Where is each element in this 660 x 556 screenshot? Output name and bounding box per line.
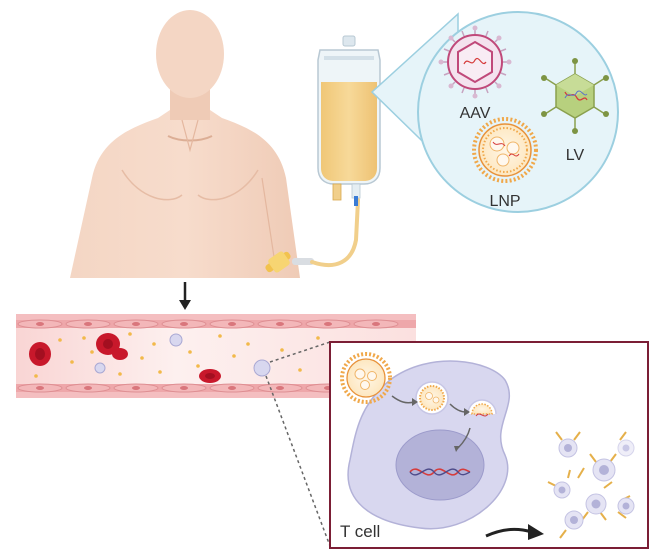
aav-particle-icon <box>438 25 512 99</box>
endosome-icon <box>415 381 449 415</box>
human-figure <box>70 10 300 278</box>
down-arrow-icon <box>179 282 191 310</box>
lnp-particle-icon <box>472 117 538 183</box>
iv-bag-icon <box>317 35 381 206</box>
zoom-lines <box>265 341 331 547</box>
nucleus <box>395 429 485 501</box>
endosome-escape-icon <box>467 399 497 417</box>
iv-catheter <box>265 251 314 273</box>
aav-label: AAV <box>460 105 491 122</box>
lv-label: LV <box>566 147 585 164</box>
car-t-cell-icon <box>547 431 635 539</box>
lv-particle-icon <box>541 58 609 134</box>
vector-zoom-circle: AAV LV <box>417 11 619 213</box>
red-blood-cell-icon <box>29 333 221 383</box>
t-cell-label: T cell <box>340 522 380 541</box>
dna-helix-icon <box>409 468 471 476</box>
t-cell-zoom-box: T cell <box>329 341 649 549</box>
curved-arrow-icon <box>485 524 544 540</box>
lnp-entering-icon <box>340 352 392 404</box>
lnp-label: LNP <box>489 193 520 210</box>
iv-tubing <box>310 198 360 267</box>
